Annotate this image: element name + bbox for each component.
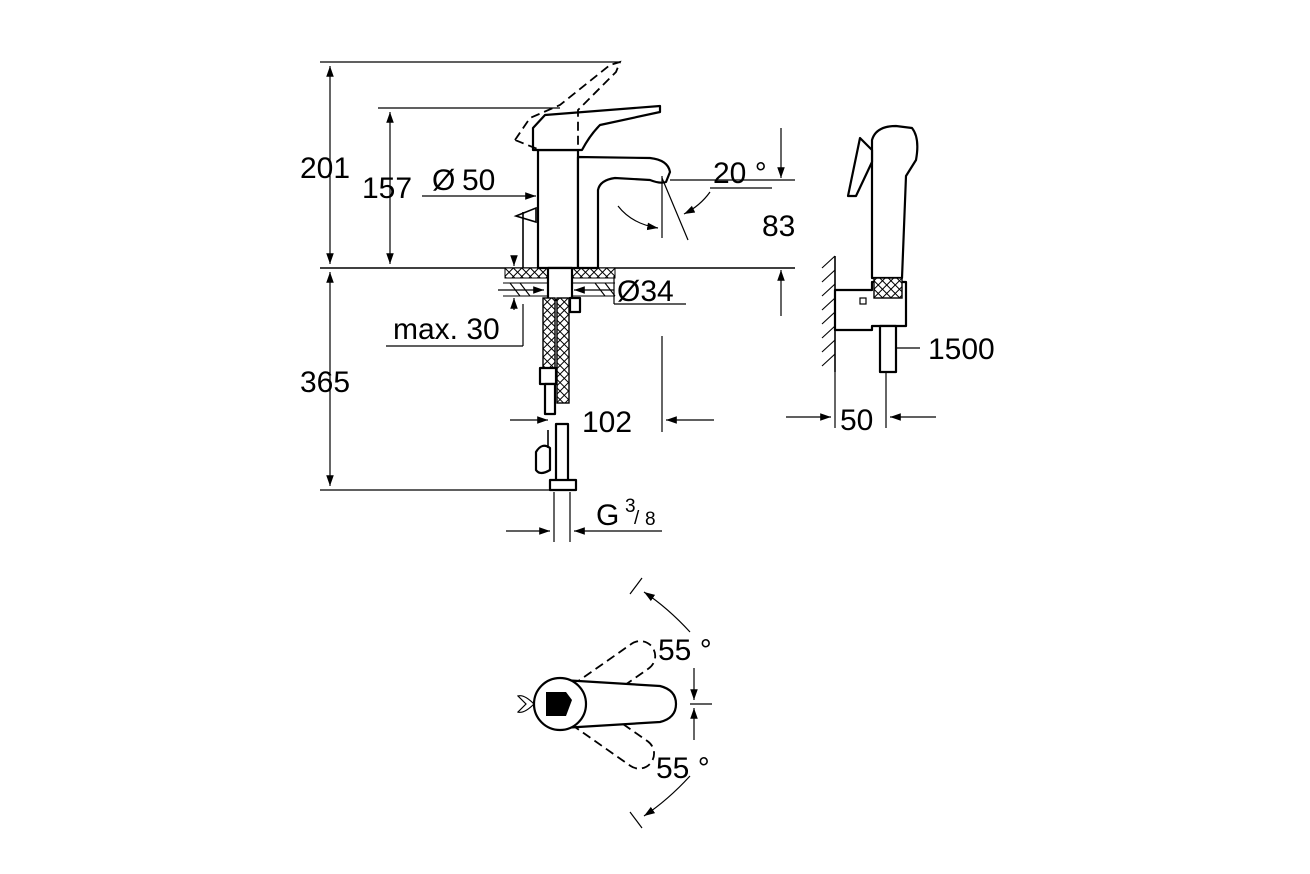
mounting-shank [546, 266, 574, 302]
label-55-degrees-top: 55 ° [658, 634, 712, 667]
shower-trigger [846, 136, 874, 198]
fixing-nut [568, 296, 582, 314]
dim-outlet-height: 83 [670, 128, 795, 316]
faucet-lever-raised [513, 60, 622, 151]
shower-hose [878, 324, 898, 374]
label-83: 83 [762, 210, 795, 243]
pop-up-rod [513, 206, 537, 268]
faucet-elevation [320, 60, 795, 492]
label-thread-g: G [596, 499, 619, 532]
supply-hose-right [556, 297, 570, 404]
label-50-holder: 50 [840, 404, 873, 437]
faucet-body [536, 148, 580, 270]
label-diameter-symbol: Ø [432, 164, 455, 197]
dim-connection-thread: G 3 / 8 [506, 492, 662, 542]
hand-shower-head [870, 124, 919, 280]
dim-overall-height: 201 [300, 61, 620, 264]
label-102: 102 [582, 406, 632, 439]
hand-shower-side-view: 1500 50 [786, 124, 995, 437]
label-157: 157 [362, 172, 412, 205]
label-55-degrees-bottom: 55 ° [656, 752, 710, 785]
label-1500: 1500 [928, 333, 995, 366]
dim-body-diameter: Ø 50 [422, 164, 536, 200]
label-thread-slash: / [634, 508, 640, 529]
dim-base-diameter: Ø34 [498, 275, 686, 308]
handle-top-view [560, 678, 678, 730]
dim-spout-reach: 102 [510, 336, 714, 439]
faucet-lever [531, 104, 662, 152]
label-diameter-34: Ø34 [617, 275, 674, 308]
supply-hose-left [542, 297, 556, 374]
label-365: 365 [300, 366, 350, 399]
label-20-degrees: 20 ° [713, 157, 767, 190]
dim-spout-angle: 20 ° [617, 157, 772, 241]
shower-hose-connector [873, 277, 903, 299]
faucet-spout [576, 155, 672, 270]
dim-below-counter: 365 [300, 272, 552, 491]
faucet-top-view: 55 ° 55 ° [516, 577, 712, 829]
dim-spout-height: 157 [362, 107, 560, 264]
dim-max-counter-thickness: max. 30 [386, 255, 524, 347]
label-201: 201 [300, 152, 350, 185]
label-50-body: 50 [462, 164, 495, 197]
label-thread-numerator: 3 [625, 496, 636, 517]
hose-nut [538, 366, 558, 386]
label-thread-denominator: 8 [645, 509, 656, 530]
pop-up-waste [534, 422, 578, 492]
pop-up-rod-top [516, 695, 535, 713]
hose-end [543, 382, 557, 416]
wall-hatching [821, 255, 836, 367]
label-max-30: max. 30 [393, 313, 500, 346]
